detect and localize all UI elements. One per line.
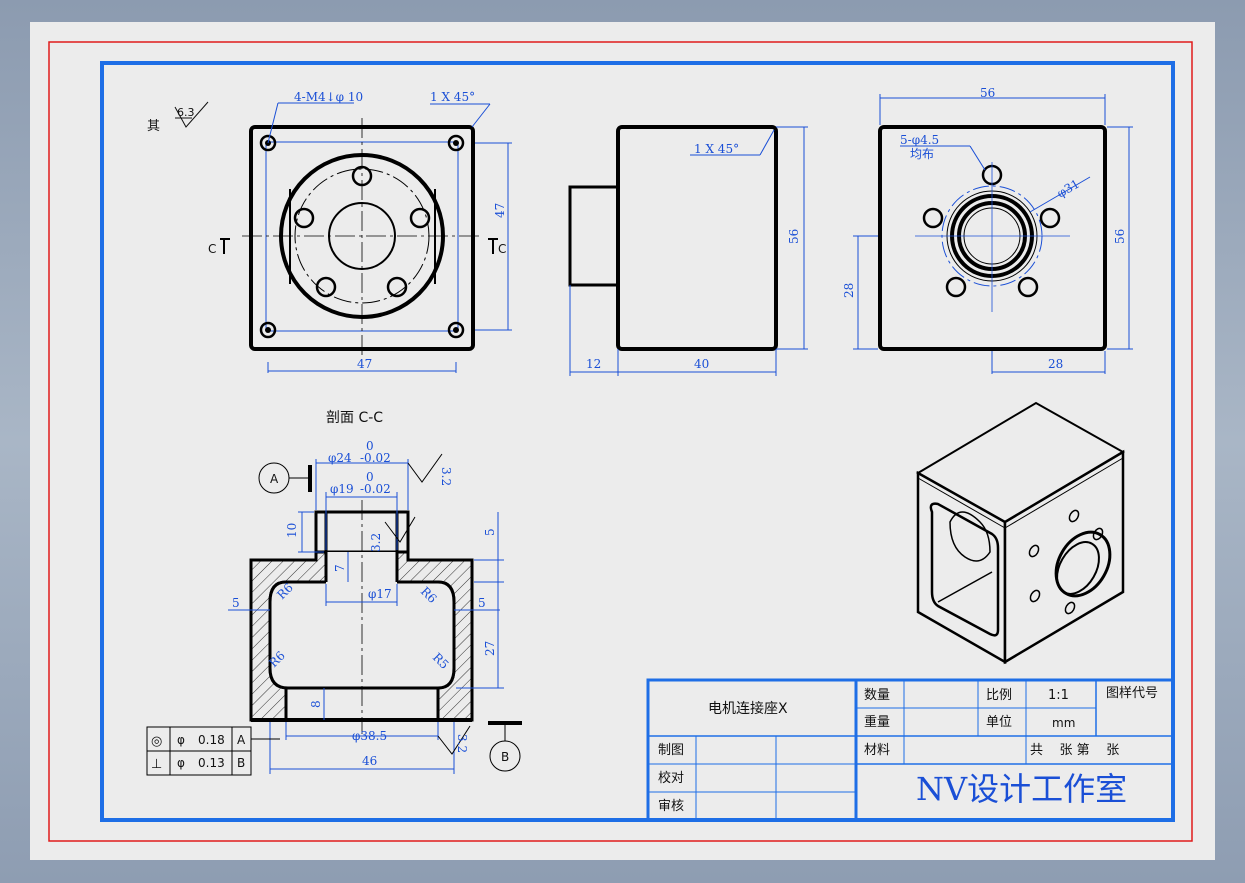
right-holes-note2: 均布	[910, 147, 934, 161]
company-name: NV设计工作室	[916, 770, 1127, 808]
drawn-label: 制图	[658, 743, 684, 758]
scale-value: 1:1	[1048, 688, 1069, 703]
part-name: 电机连接座X	[708, 700, 788, 717]
front-dim-width: 47	[357, 357, 372, 371]
section-mark-right: C	[498, 242, 506, 256]
section-mark-left: C	[208, 242, 216, 256]
right-dim-bottom: 28	[1048, 357, 1063, 371]
section-dim-5-top: 5	[483, 528, 497, 536]
unit-value: mm	[1052, 716, 1075, 730]
side-dim-boss: 12	[586, 357, 601, 371]
section-ra-bottom: 3.2	[455, 734, 469, 753]
section-dim-10: 10	[285, 523, 299, 538]
tol-1-dia: φ	[177, 733, 185, 747]
front-thread-note: 4-M4↓φ 10	[294, 90, 363, 104]
right-holes-note: 5-φ4.5	[900, 133, 939, 147]
section-d24-lower: -0.02	[360, 451, 391, 465]
side-view	[568, 125, 808, 376]
section-title: 剖面 C-C	[326, 410, 383, 426]
roughness-prefix: 其	[147, 119, 160, 134]
isometric-view	[916, 401, 1125, 665]
drawing-sheet: 其 6.3	[30, 22, 1215, 860]
tol-2-dia: φ	[177, 756, 185, 770]
section-d19: φ19	[330, 482, 354, 496]
section-view	[228, 453, 522, 774]
tol-2-value: 0.13	[198, 756, 225, 770]
section-dim-46: 46	[362, 754, 377, 768]
weight-label: 重量	[864, 714, 890, 730]
front-view	[242, 102, 512, 373]
right-pcd: φ31	[1055, 177, 1083, 201]
outer-border	[48, 41, 1193, 842]
right-view	[853, 94, 1133, 374]
drawing-frame	[100, 61, 1175, 822]
approved-label: 审核	[658, 799, 684, 814]
section-dim-5-left: 5	[232, 596, 240, 610]
roughness-all-value: 6.3	[177, 106, 195, 119]
side-dim-height: 56	[787, 229, 801, 244]
datum-a-label: A	[270, 472, 279, 486]
tol-2-symbol: ⊥	[151, 757, 162, 772]
right-dim-right: 56	[1113, 229, 1127, 244]
sheets-text: 共 张 第 张	[1030, 743, 1119, 758]
side-chamfer-note: 1 X 45°	[694, 142, 739, 156]
side-dim-body: 40	[694, 357, 709, 371]
section-dim-5-right: 5	[478, 596, 486, 610]
section-dim-8: 8	[309, 700, 323, 708]
tol-1-datum: A	[237, 733, 246, 747]
drawing-no-label: 图样代号	[1106, 686, 1158, 701]
material-label: 材料	[864, 743, 890, 758]
section-d24-upper: 0	[366, 439, 374, 453]
unit-label: 单位	[986, 715, 1012, 730]
checked-label: 校对	[658, 770, 684, 786]
tolerance-frame-table	[146, 726, 280, 776]
front-dim-height: 47	[493, 203, 507, 218]
qty-label: 数量	[864, 688, 890, 703]
section-dim-d17: φ17	[368, 587, 392, 601]
section-d19-upper: 0	[366, 470, 374, 484]
front-chamfer-note: 1 X 45°	[430, 90, 475, 104]
title-block	[646, 678, 1175, 822]
section-d24: φ24	[328, 451, 352, 465]
roughness-symbol	[174, 101, 209, 128]
section-arrows	[220, 238, 498, 254]
right-dim-left: 28	[842, 283, 856, 298]
tol-1-value: 0.18	[198, 733, 225, 747]
section-d19-lower: -0.02	[360, 482, 391, 496]
section-dim-7: 7	[333, 564, 347, 572]
section-dim-27: 27	[483, 641, 497, 656]
section-dim-d38: φ38.5	[352, 729, 387, 743]
tol-1-symbol: ◎	[151, 734, 162, 749]
right-dim-top: 56	[980, 86, 995, 100]
tol-2-datum: B	[237, 756, 245, 770]
scale-label: 比例	[986, 688, 1012, 703]
technical-drawing: 其 6.3	[48, 41, 1193, 842]
datum-b-label: B	[501, 750, 509, 764]
section-ra-boss: 3.2	[369, 533, 383, 552]
section-ra-top: 3.2	[439, 467, 453, 486]
